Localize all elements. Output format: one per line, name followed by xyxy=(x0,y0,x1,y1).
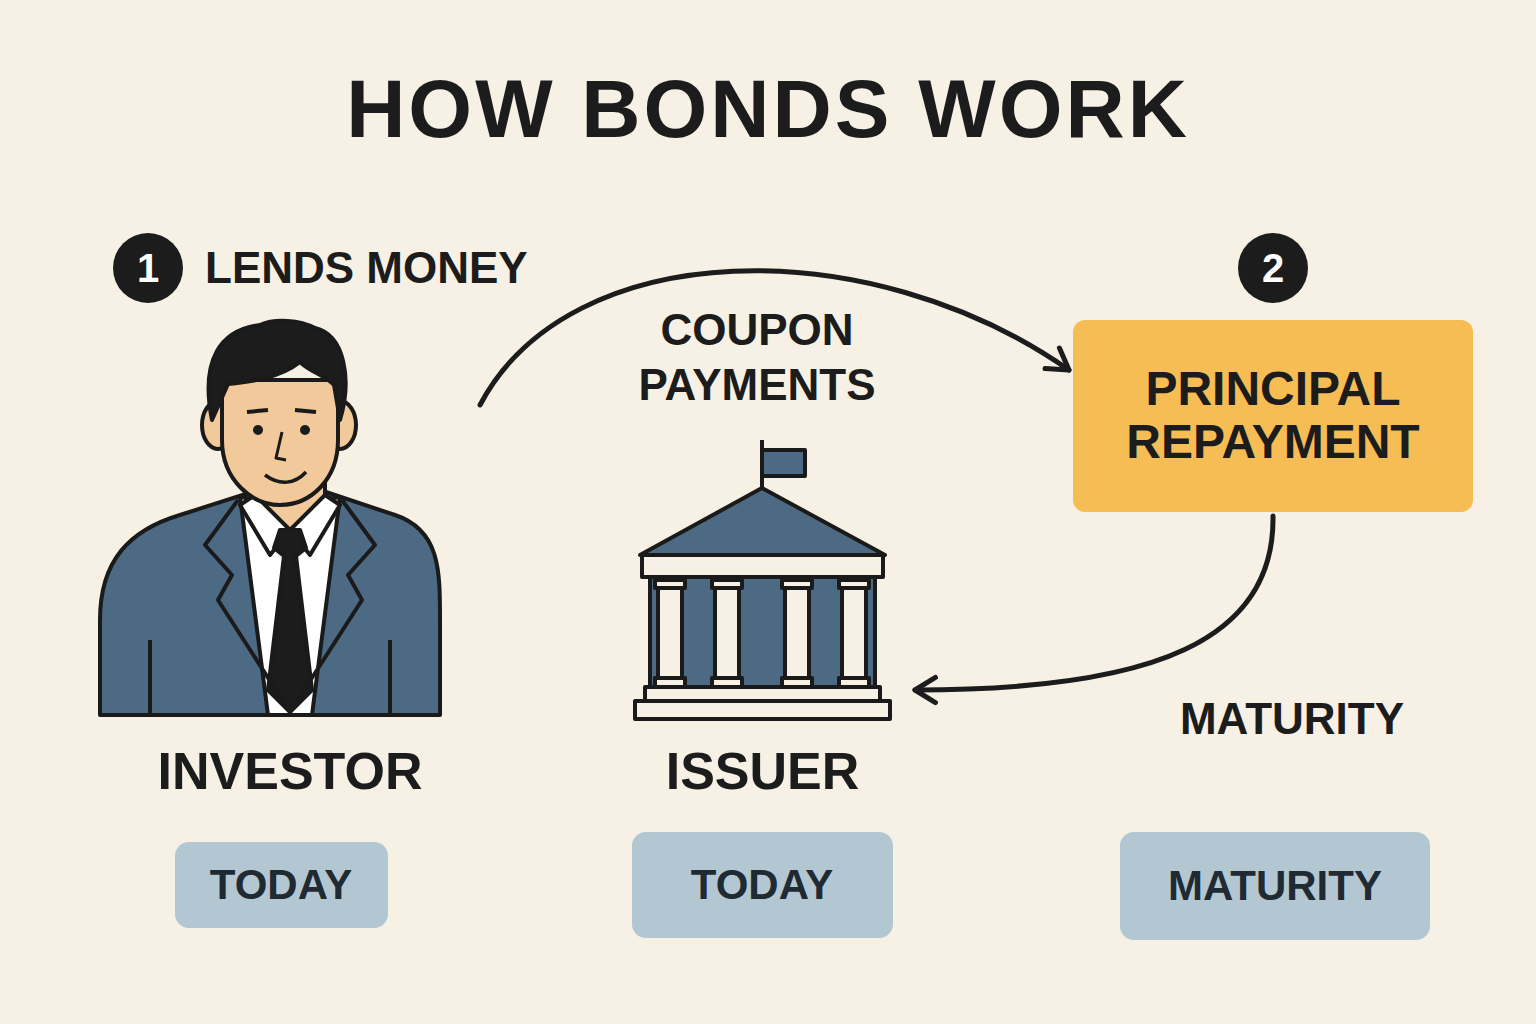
edge-label: MATURITY xyxy=(1180,691,1404,746)
edge-label-wrap: COUPON PAYMENTS xyxy=(587,302,927,412)
node-label: 2 xyxy=(1262,246,1284,290)
node-label: 1 xyxy=(137,246,159,290)
arrow-head xyxy=(1045,348,1069,370)
node-label: ISSUER xyxy=(666,743,860,800)
flow-arrow xyxy=(915,516,1273,690)
callout-circle: 1 xyxy=(113,233,183,303)
investor-node: INVESTOR xyxy=(95,320,485,800)
step-label: LENDS MONEY xyxy=(205,243,528,292)
node-label: PRINCIPAL REPAYMENT xyxy=(1097,363,1449,469)
node-label: MATURITY xyxy=(1168,863,1382,909)
arrow-head xyxy=(915,677,935,702)
edge-label: COUPON PAYMENTS xyxy=(607,302,907,412)
time-pill: TODAY xyxy=(175,842,388,928)
node-label: TODAY xyxy=(210,862,352,908)
title: HOW BONDS WORK xyxy=(346,63,1190,154)
time-pill: TODAY xyxy=(632,832,893,938)
issuer-building xyxy=(635,440,890,719)
node-label: INVESTOR xyxy=(158,743,423,800)
edge-label-wrap: MATURITY xyxy=(1122,691,1462,746)
callout-circle: 2 xyxy=(1238,233,1308,303)
node-label: TODAY xyxy=(691,862,833,908)
label-wrap: LENDS MONEY xyxy=(205,244,528,292)
investor-figure xyxy=(100,321,440,715)
title-wrap: HOW BONDS WORK xyxy=(0,62,1536,156)
highlight-box: PRINCIPAL REPAYMENT xyxy=(1073,320,1473,512)
time-pill: MATURITY xyxy=(1120,832,1430,940)
issuer-node: ISSUER xyxy=(615,430,910,800)
